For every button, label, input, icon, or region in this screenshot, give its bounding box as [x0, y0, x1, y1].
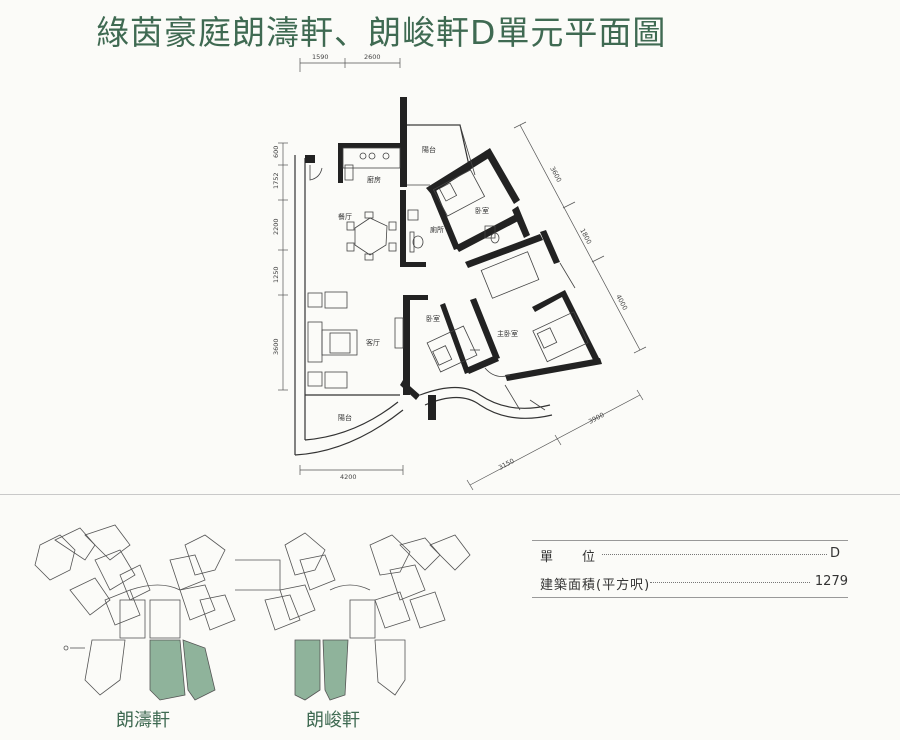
key-plan-label-left: 朗濤軒 [116, 710, 170, 731]
unit-value: D [829, 546, 840, 561]
area-label: 建築面積(平方呎) [540, 578, 651, 593]
unit-label: 單 位 [540, 550, 597, 565]
room-kitchen: 廚房 [367, 175, 381, 184]
dim-top-1: 1590 [312, 53, 329, 61]
room-master: 主卧室 [497, 329, 518, 338]
unit-row: 單 位 D [532, 540, 848, 568]
unit-info: 單 位 D 建築面積(平方呎) 1279 [532, 540, 848, 598]
page-title: 綠茵豪庭朗濤軒、朗峻軒D單元平面圖 [96, 13, 667, 52]
section-divider [0, 494, 900, 495]
room-bedroom-2: 卧室 [426, 314, 440, 323]
room-balcony-bottom: 陽台 [338, 413, 352, 422]
dim-bottom: 4200 [340, 473, 357, 481]
info-bottom-line [532, 597, 848, 598]
room-living: 客厅 [366, 338, 380, 347]
unit-leader-dots [602, 554, 827, 555]
floor-plan: 1590 2600 600 1752 2200 1250 3600 4200 3… [272, 53, 647, 491]
room-balcony-top: 陽台 [422, 145, 436, 154]
area-row: 建築面積(平方呎) 1279 [532, 568, 848, 596]
dim-left-4: 1250 [272, 266, 280, 283]
room-bedroom-1: 卧室 [475, 206, 489, 215]
area-leader-dots [650, 582, 810, 583]
dim-left-1: 600 [272, 146, 280, 158]
room-dining: 餐厅 [338, 212, 352, 221]
area-value: 1279 [814, 574, 848, 589]
room-toilet: 廁所 [430, 225, 444, 234]
dim-left-3: 2200 [272, 218, 280, 235]
dim-top-2: 2600 [364, 53, 381, 61]
dim-left-2: 1752 [272, 172, 280, 189]
info-top-line [532, 540, 848, 541]
dim-left-5: 3600 [272, 338, 280, 355]
key-plan-label-right: 朗峻軒 [306, 710, 360, 731]
